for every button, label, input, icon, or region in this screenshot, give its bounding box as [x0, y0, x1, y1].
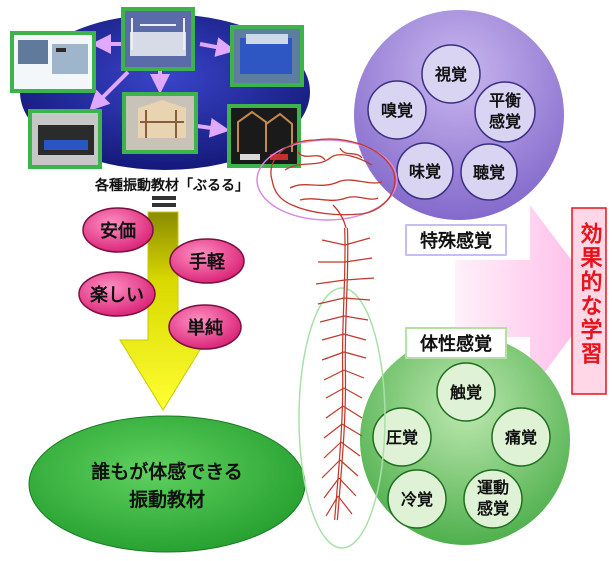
brain-icon — [270, 138, 396, 229]
merit-bubbles: 安価 手軽 楽しい 単純 — [78, 207, 245, 350]
sense-touch: 触覚 — [436, 362, 496, 422]
merit-text-simple: 単純 — [187, 317, 223, 339]
result-arrow — [455, 205, 600, 392]
nerve-branches — [315, 237, 375, 517]
sense-pressure-text: 圧覚 — [386, 428, 418, 447]
brain-highlight — [256, 139, 398, 221]
spinal-cord — [334, 227, 349, 521]
sense-cold: 冷覚 — [387, 469, 447, 529]
sense-balance: 平衡 感覚 — [474, 81, 536, 143]
sense-pressure: 圧覚 — [372, 407, 432, 467]
sense-hearing-text: 聴覚 — [473, 163, 505, 182]
merit-text-cheap: 安価 — [100, 220, 136, 242]
sense-sight: 視覚 — [421, 44, 481, 104]
special-senses-label-box: 特殊感覚 — [405, 224, 507, 256]
material-photo-4 — [28, 109, 102, 169]
goal-text-line2: 振動教材 — [129, 488, 205, 511]
merit-bubble-cheap: 安価 — [82, 207, 154, 253]
sense-cold-text: 冷覚 — [401, 490, 433, 509]
goal-group: 誰もが体感できる 振動教材 — [28, 415, 306, 553]
merits-arrow — [119, 196, 207, 411]
material-photo-5 — [122, 92, 198, 154]
material-photo-3 — [230, 25, 304, 87]
merit-text-fun: 楽しい — [90, 284, 144, 306]
sense-smell-text: 嗅覚 — [381, 101, 413, 120]
special-senses-group: 視覚 嗅覚 平衡 感覚 味覚 聴覚 — [354, 10, 564, 220]
sense-taste: 味覚 — [396, 142, 454, 200]
materials-group: 各種振動教材「ぶるる」 — [10, 7, 310, 194]
spine-highlight — [298, 287, 386, 549]
somatic-senses-label: 体性感覚 — [420, 333, 492, 355]
material-photo-1 — [10, 31, 96, 93]
arrow-down-left — [89, 70, 130, 111]
result-label: 効果的な学習 — [577, 221, 603, 366]
sense-balance-text-2: 感覚 — [489, 112, 521, 131]
goal-text-line1: 誰もが体感できる — [91, 460, 243, 483]
merit-bubble-easy: 手軽 — [169, 238, 245, 284]
sense-balance-text-1: 平衡 — [489, 91, 521, 110]
merit-bubble-fun: 楽しい — [78, 271, 156, 317]
sense-motion: 運動 感覚 — [463, 469, 523, 529]
sense-touch-text: 触覚 — [449, 383, 482, 402]
sense-hearing: 聴覚 — [460, 143, 518, 201]
sense-sight-text: 視覚 — [434, 65, 467, 84]
down-arrow — [119, 211, 207, 411]
arrow-top-right — [199, 37, 236, 57]
result-label-box: 効果的な学習 — [571, 207, 607, 395]
sense-smell: 嗅覚 — [367, 80, 427, 140]
sense-pain-text: 痛覚 — [504, 428, 537, 447]
material-arrows — [89, 34, 236, 138]
materials-caption: 各種振動教材「ぶるる」 — [94, 177, 249, 194]
sense-motion-text-2: 感覚 — [477, 499, 509, 518]
merit-bubble-simple: 単純 — [168, 304, 242, 350]
special-senses-label: 特殊感覚 — [420, 230, 492, 252]
merit-text-easy: 手軽 — [189, 251, 226, 273]
sense-taste-text: 味覚 — [409, 162, 441, 181]
somatic-senses-label-box: 体性感覚 — [405, 327, 507, 359]
goal-ellipse — [28, 415, 306, 553]
arrow-bottom-right — [196, 117, 230, 138]
nervous-system — [256, 138, 398, 549]
material-photo-2 — [121, 7, 195, 71]
somatic-senses-group: 触覚 圧覚 痛覚 冷覚 運動 感覚 — [360, 335, 570, 545]
material-photo-6 — [227, 104, 301, 168]
sense-motion-text-1: 運動 — [477, 478, 509, 497]
sense-pain: 痛覚 — [491, 407, 551, 467]
